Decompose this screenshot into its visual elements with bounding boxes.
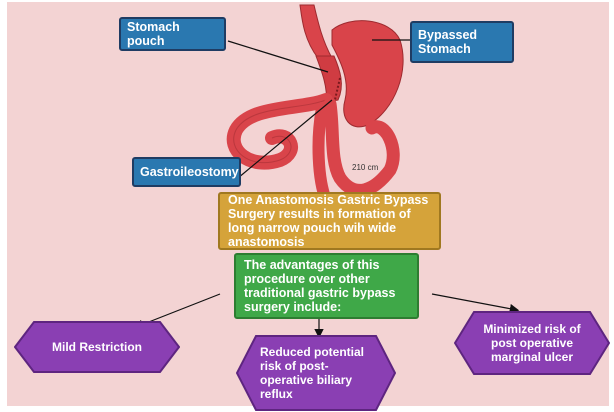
summary-box: One Anastomosis Gastric Bypass Surgery r… xyxy=(218,192,441,250)
advantage-hexagon-marginal-ulcer: Minimized risk of post operative margina… xyxy=(454,311,610,375)
advantages-intro-box: The advantages of this procedure over ot… xyxy=(234,253,419,319)
gastroileostomy-label: Gastroileostomy xyxy=(132,157,241,187)
esophagus xyxy=(300,5,332,58)
bypassed-stomach xyxy=(332,21,403,127)
stomach-pouch-label: Stomach pouch xyxy=(119,17,226,51)
intestinal-loop xyxy=(234,100,326,163)
arrow-to-marginal-ulcer xyxy=(432,294,517,310)
advantage-text: Mild Restriction xyxy=(52,340,142,354)
limb-length-label: 210 cm xyxy=(352,163,378,172)
bypassed-stomach-label: Bypassed Stomach xyxy=(410,21,514,63)
advantage-text: Minimized risk of post operative margina… xyxy=(474,322,590,364)
advantage-text: Reduced potential risk of post-operative… xyxy=(260,345,372,401)
descending-limb xyxy=(319,108,326,200)
advantage-hexagon-mild-restriction: Mild Restriction xyxy=(14,321,180,373)
advantage-hexagon-reduced-reflux: Reduced potential risk of post-operative… xyxy=(236,335,396,411)
